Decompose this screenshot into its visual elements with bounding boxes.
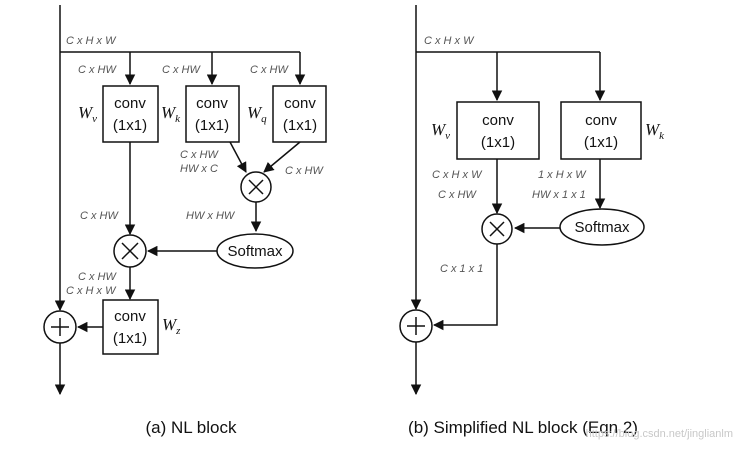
nl-weight-z: Wz [162,315,181,337]
nl-softmax-node: Softmax [216,233,294,269]
snl-weight-k: Wk [645,120,665,142]
svg-text:(1x1): (1x1) [195,117,229,134]
snl-weight-v: Wv [431,120,450,142]
svg-text:conv: conv [284,95,316,112]
nl-caption: (a) NL block [145,418,237,437]
svg-text:(1x1): (1x1) [113,330,147,347]
snl-input-dim: C x H x W [424,35,475,47]
nl-weight-v: Wv [78,103,97,125]
snl-v-out-dim-2: C x HW [438,189,478,201]
snl-softmax-node: Softmax [559,208,645,246]
svg-text:conv: conv [114,95,146,112]
nl-weight-q: Wq [247,103,267,125]
nl-input-dim: C x H x W [66,35,117,47]
watermark: https://blog.csdn.net/jinglianlm [586,428,733,440]
nl-branch-k-dim: C x HW [162,64,202,76]
snl-k-out-dim-1: 1 x H x W [538,169,587,181]
snl-add-operator [399,309,433,343]
svg-text:(1x1): (1x1) [481,134,515,151]
nl-add-operator [43,310,77,344]
nl-branch-q-dim: C x HW [250,64,290,76]
nl-arrow-q-to-mul [263,141,301,173]
snl-v-out-dim-1: C x H x W [432,169,483,181]
snl-mul-out-dim: C x 1 x 1 [440,263,483,275]
svg-text:conv: conv [114,308,146,325]
snl-conv-k-box: conv (1x1) [560,101,642,160]
svg-text:(1x1): (1x1) [113,117,147,134]
snl-arrow-mul-to-add [432,244,498,331]
svg-text:(1x1): (1x1) [584,134,618,151]
nl-conv-q-box: conv (1x1) [272,85,327,143]
nl-weight-k: Wk [161,103,181,125]
nl-v-out-dim: C x HW [80,210,120,222]
nl-conv-z-box: conv (1x1) [102,299,159,355]
snl-block: C x H x W conv (1x1) Wv conv (1x1) Wk C … [399,5,665,437]
snl-caption: (b) Simplified NL block (Eqn 2) [408,418,638,437]
snl-k-out-dim-2: HW x 1 x 1 [532,189,586,201]
svg-text:conv: conv [585,112,617,129]
nl-k-out-dim-2: HW x C [180,163,218,175]
nl-conv-v-box: conv (1x1) [102,85,159,143]
nl-mul2-out-dim-2: C x H x W [66,285,117,297]
nl-q-out-dim: C x HW [285,165,325,177]
snl-multiply-operator [481,213,513,245]
nl-k-out-dim-1: C x HW [180,149,220,161]
svg-text:Softmax: Softmax [227,243,283,260]
nl-multiply-operator-1 [240,171,272,203]
nl-mul-out-dim: HW x HW [186,210,236,222]
nl-block: C x H x W C x HW C x HW C x HW conv (1x1… [43,5,327,437]
snl-conv-v-box: conv (1x1) [456,101,540,160]
nl-arrow-k-to-mul [229,141,247,173]
nl-branch-v-dim: C x HW [78,64,118,76]
svg-text:conv: conv [196,95,228,112]
svg-text:Softmax: Softmax [574,219,630,236]
svg-text:(1x1): (1x1) [283,117,317,134]
nl-multiply-operator-2 [113,234,147,268]
nl-conv-k-box: conv (1x1) [185,85,240,143]
svg-text:conv: conv [482,112,514,129]
nl-mul2-out-dim-1: C x HW [78,271,118,283]
